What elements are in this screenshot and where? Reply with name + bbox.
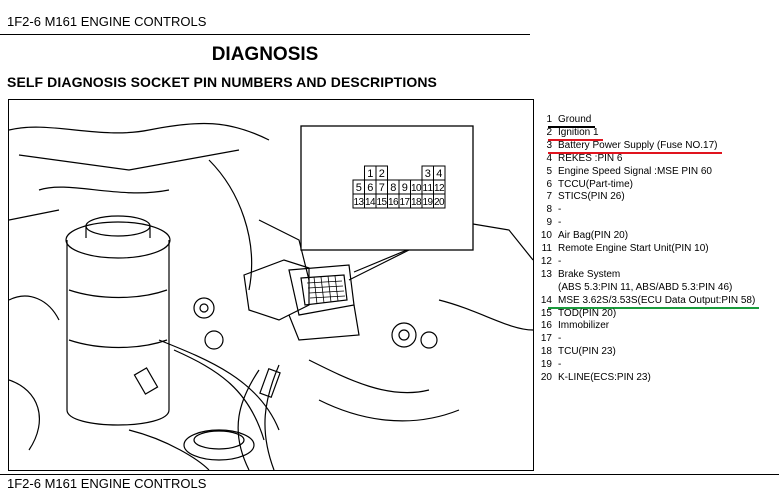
pin-description: Ignition 1 (558, 126, 599, 138)
pin-description: - (558, 333, 562, 345)
pin-description: STICS(PIN 26) (558, 191, 625, 203)
connector-pin-number: 9 (402, 182, 408, 194)
pin-number: 11 (541, 243, 552, 254)
header-divider (0, 34, 530, 35)
pin-description: - (558, 217, 562, 229)
pin-highlight-underline (548, 151, 722, 154)
connector-pin-number: 20 (434, 197, 445, 208)
pin-number: 10 (540, 230, 552, 242)
pin-description: Air Bag(PIN 20) (558, 230, 629, 242)
pin-description: Brake System (558, 268, 621, 280)
connector-pin-number: 4 (436, 168, 442, 180)
connector-pin-number: 14 (365, 197, 376, 208)
pin-description: Ground (558, 114, 592, 125)
pin-number: 5 (546, 165, 552, 177)
pin-description: - (558, 255, 562, 267)
pin-number: 18 (540, 346, 552, 358)
pin-number: 20 (540, 372, 552, 383)
connector-pin-number: 1 (367, 168, 373, 180)
pin-description: Immobilizer (558, 320, 610, 332)
pin-description: - (558, 359, 562, 371)
section-subtitle: SELF DIAGNOSIS SOCKET PIN NUMBERS AND DE… (7, 74, 437, 90)
pin-number: 6 (546, 178, 552, 190)
pin-description: REKES :PIN 6 (558, 152, 623, 164)
pin-number: 17 (540, 333, 552, 345)
pin-number: 3 (546, 139, 552, 151)
pin-highlight-underline (548, 306, 759, 309)
connector-pin-number: 10 (411, 183, 422, 194)
pin-description-list: 1 Ground 2 Ignition 1 3 Battery Power Supply … (540, 114, 776, 404)
pin-highlight-underline (548, 138, 603, 141)
pin-description: MSE 3.62S/3.53S(ECU Data Output:PIN 58) (558, 294, 756, 306)
connector-pin-number: 18 (411, 197, 422, 208)
connector-pin-number: 19 (423, 197, 434, 208)
pin-description: Remote Engine Start Unit(PIN 10) (558, 243, 709, 254)
pin-description: TCCU(Part-time) (558, 178, 633, 190)
connector-pin-number: 13 (354, 197, 365, 208)
pin-description: (ABS 5.3:PIN 11, ABS/ABD 5.3:PIN 46) (558, 281, 733, 293)
pin-number: 8 (546, 204, 552, 216)
pin-number: 4 (546, 152, 552, 164)
pin-number: 2 (546, 126, 552, 138)
pin-number: 9 (546, 217, 552, 229)
pin-number: 12 (540, 255, 552, 267)
connector-pin-number: 17 (400, 197, 411, 208)
page-footer: 1F2-6 M161 ENGINE CONTROLS (7, 476, 207, 491)
pin-description: K-LINE(ECS:PIN 23) (558, 372, 651, 383)
pin-number: 16 (540, 320, 552, 332)
connector-pin-number: 2 (379, 168, 385, 180)
pin-description: TOD(PIN 20) (558, 307, 617, 319)
connector-pin-number: 7 (379, 182, 385, 194)
connector-pin-number: 16 (388, 197, 399, 208)
connector-pin-cell (433, 193, 446, 209)
connector-pin-number: 11 (423, 183, 434, 194)
connector-pin-number: 6 (367, 182, 373, 194)
pin-number: 14 (540, 294, 552, 306)
page-title: DIAGNOSIS (211, 44, 319, 65)
pin-description: - (558, 204, 562, 216)
section-header: 1F2-6 M161 ENGINE CONTROLS (7, 14, 207, 29)
pin-number: 1 (546, 114, 552, 125)
connector-pin-number: 12 (434, 183, 445, 194)
connector-pin-number: 5 (356, 182, 362, 194)
pin-highlight-underline (548, 125, 595, 128)
connector-pin-number: 8 (390, 182, 396, 194)
connector-pin-number: 3 (425, 168, 431, 180)
footer-divider (0, 474, 779, 475)
pin-number: 7 (546, 191, 552, 203)
pin-description: TCU(PIN 23) (558, 346, 616, 358)
pin-description: Engine Speed Signal :MSE PIN 60 (558, 165, 712, 177)
connector-pin-number: 15 (377, 197, 388, 208)
pin-number: 19 (540, 359, 552, 371)
pin-description: Battery Power Supply (Fuse NO.17) (558, 139, 718, 151)
pin-number: 13 (540, 268, 552, 280)
pin-number: 15 (540, 307, 552, 319)
